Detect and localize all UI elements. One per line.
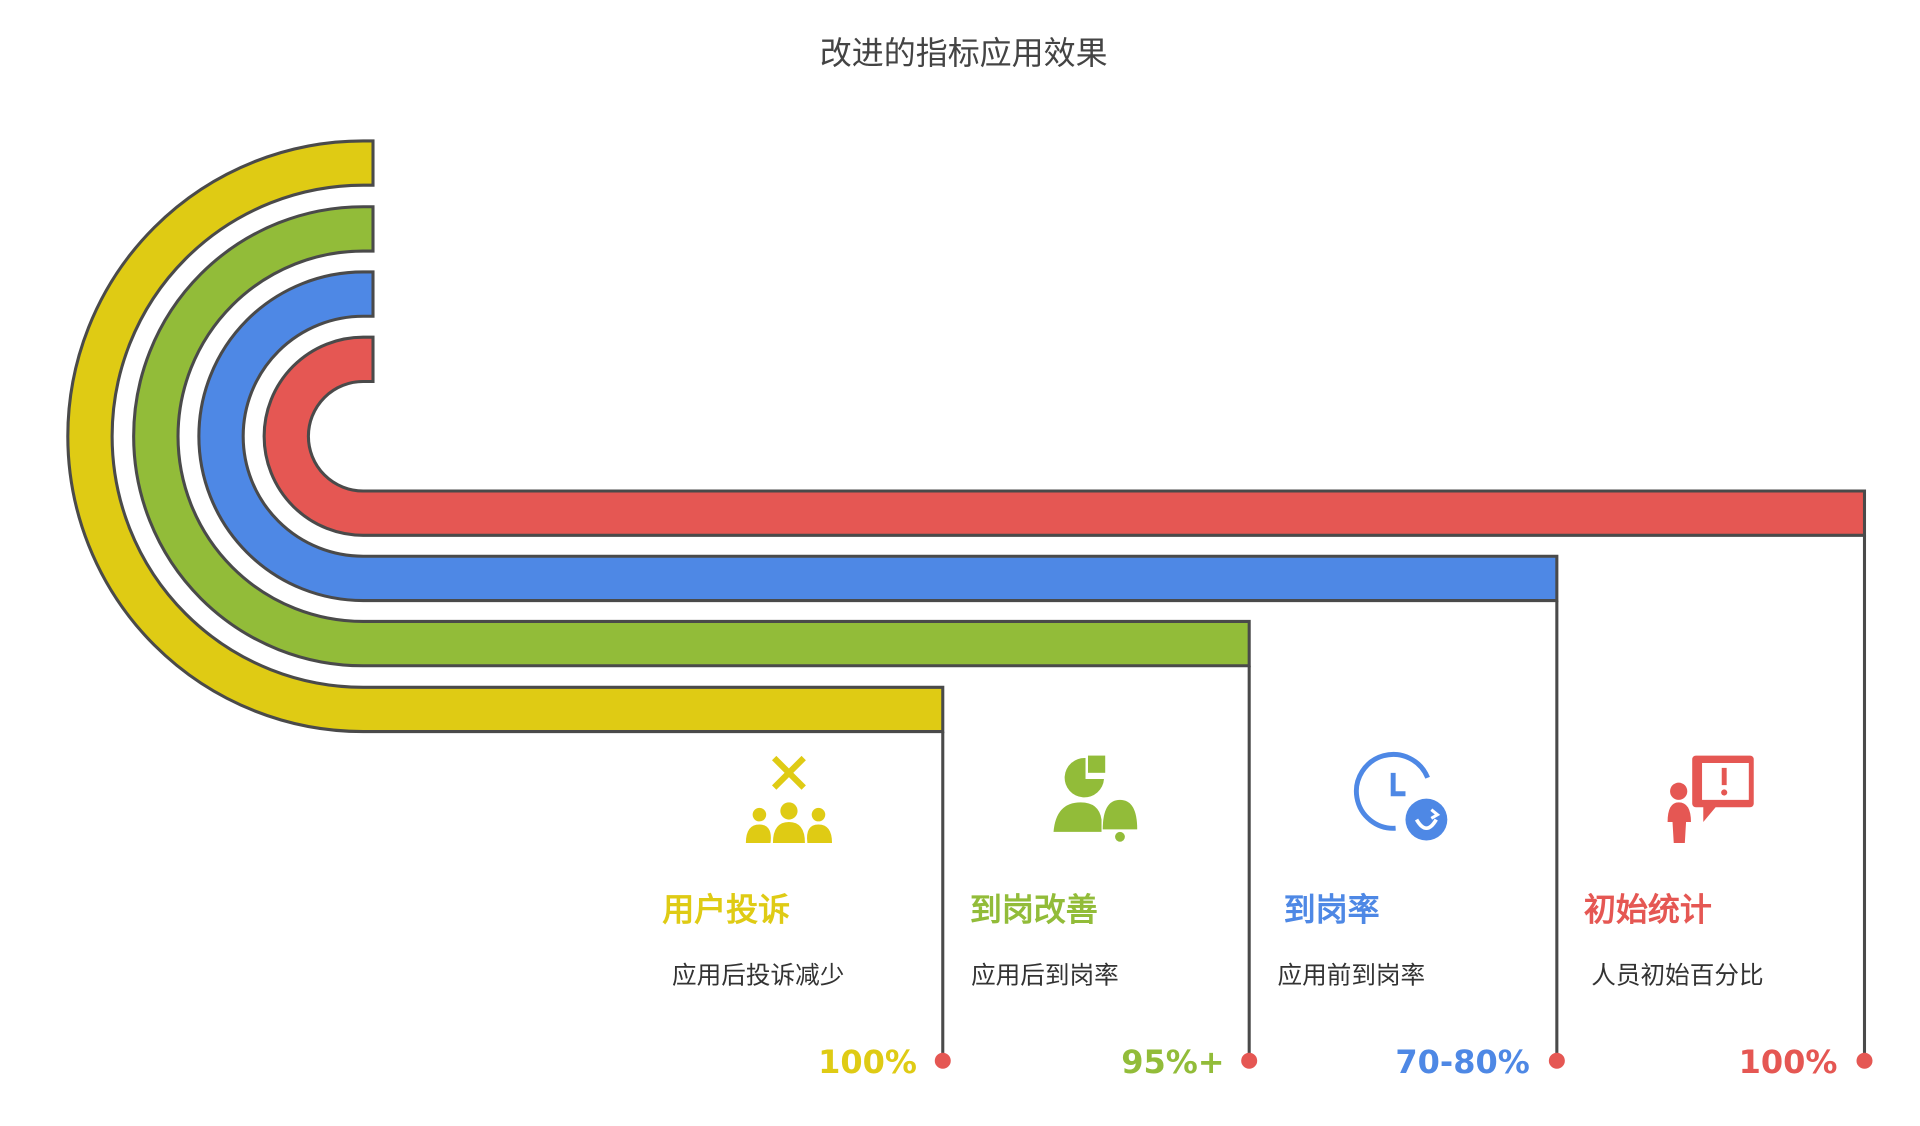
item-blue: 到岗率 应用前到岗率 70-80% — [1277, 890, 1529, 1081]
endpoint-dot — [1856, 1052, 1873, 1069]
item-green: 到岗改善 应用后到岗率 95%+ — [970, 890, 1225, 1081]
item-label: 用户投诉 — [662, 890, 790, 928]
bands — [66, 139, 1867, 734]
connectors — [934, 535, 1873, 1069]
item-label: 到岗改善 — [970, 890, 1098, 928]
item-value: 100% — [818, 1043, 917, 1081]
item-value: 100% — [1739, 1043, 1838, 1081]
diagram-title: 改进的指标应用效果 — [820, 34, 1108, 72]
item-yellow: 用户投诉 应用后投诉减少 100% — [662, 890, 917, 1081]
presenter-alert-icon — [1667, 755, 1754, 843]
item-value: 70-80% — [1395, 1043, 1529, 1081]
item-desc: 人员初始百分比 — [1591, 960, 1763, 989]
band-3 — [262, 335, 1867, 537]
band-1 — [132, 205, 1251, 668]
person-chart-bell-icon — [1053, 755, 1138, 842]
endpoint-dot — [934, 1052, 951, 1069]
item-label: 初始统计 — [1584, 890, 1712, 928]
item-desc: 应用前到岗率 — [1277, 960, 1425, 989]
item-red: 初始统计 人员初始百分比 100% — [1584, 890, 1838, 1081]
people-cancel-icon — [745, 755, 833, 843]
clock-icon — [1353, 751, 1448, 841]
item-desc: 应用后投诉减少 — [672, 960, 844, 989]
endpoint-dot — [1241, 1052, 1258, 1069]
endpoint-dot — [1548, 1052, 1565, 1069]
item-value: 95%+ — [1121, 1043, 1224, 1081]
item-label: 到岗率 — [1284, 890, 1380, 928]
band-2 — [197, 270, 1559, 603]
item-desc: 应用后到岗率 — [971, 960, 1119, 989]
band-0 — [66, 139, 945, 734]
